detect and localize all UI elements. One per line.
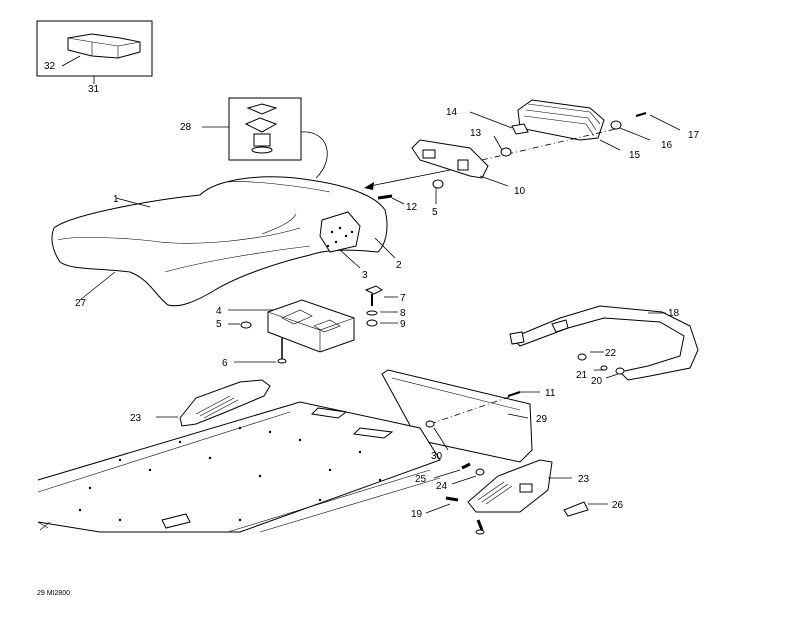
callout-6: 6 [222,358,228,369]
callout-26: 26 [612,500,624,511]
callout-5-lower: 5 [216,319,222,330]
callout-5-upper: 5 [432,207,438,218]
callout-23-right: 23 [578,474,590,485]
callout-4: 4 [216,306,222,317]
callout-21: 21 [576,370,588,381]
callout-19: 19 [411,509,423,520]
callout-27: 27 [75,298,87,309]
fastener-stack-7-9 [364,285,398,327]
callout-28: 28 [180,122,192,133]
side-vent-right [467,459,572,513]
callout-14: 14 [446,107,458,118]
callout-22: 22 [605,348,617,359]
callout-2: 2 [396,260,402,271]
callout-32: 32 [44,61,56,72]
callout-10: 10 [514,186,526,197]
side-vent-left [156,379,271,427]
callout-18: 18 [668,308,680,319]
callout-1: 1 [113,194,119,205]
tunnel-chassis [37,401,441,533]
repair-kit-box [36,20,153,84]
callout-24: 24 [436,481,448,492]
callout-3: 3 [362,270,368,281]
taillight-assembly [377,99,681,205]
callout-30: 30 [431,451,443,462]
callout-12: 12 [406,202,418,213]
grab-handle [509,305,699,381]
callout-15: 15 [629,150,641,161]
callout-20: 20 [591,376,603,387]
callout-9: 9 [400,319,406,330]
callout-25: 25 [415,474,427,485]
callout-8: 8 [400,308,406,319]
callout-13: 13 [470,128,482,139]
callout-31: 31 [88,84,100,95]
drawing-code: 29 MI2800 [37,590,70,597]
callout-labels: 32 31 28 1 2 3 27 4 5 6 7 8 9 10 12 5 13… [37,61,700,597]
callout-7: 7 [400,293,406,304]
storage-tray [228,299,355,364]
callout-17: 17 [688,130,700,141]
seat-assembly [51,176,396,307]
callout-23-left: 23 [130,413,142,424]
callout-11: 11 [545,388,556,399]
screws-lower [425,462,485,535]
part-28-detail-box [202,97,328,179]
reflector [563,501,608,517]
callout-29: 29 [536,414,548,425]
callout-16: 16 [661,140,673,151]
